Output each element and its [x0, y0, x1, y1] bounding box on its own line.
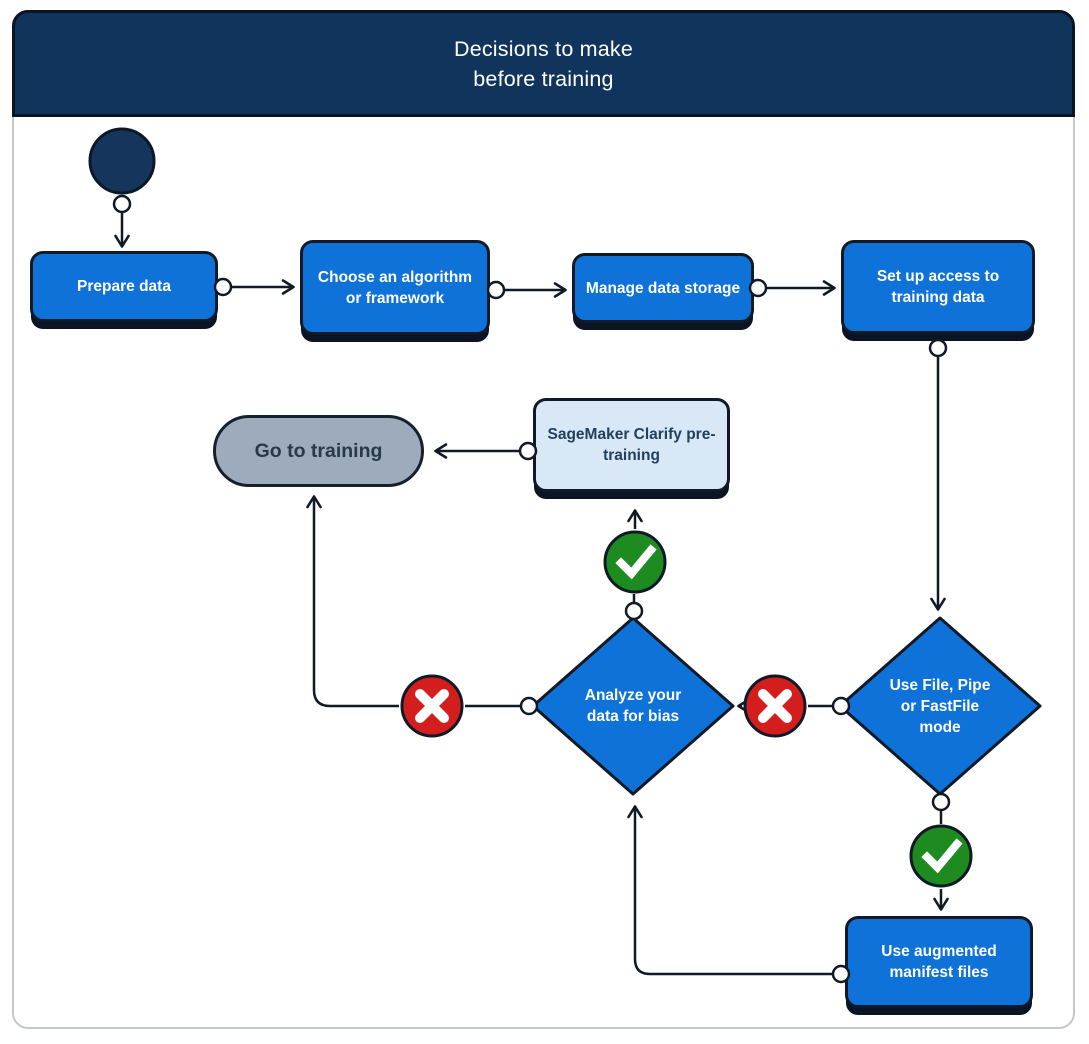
node-sagemaker-clarify[interactable]: SageMaker Clarify pre-training [533, 398, 730, 492]
node-augmented-manifest-label: Use augmented manifest files [881, 943, 997, 981]
diagram-card [12, 10, 1075, 1029]
analyze-bias-text: Analyze your data for bias [584, 687, 682, 725]
diagram-title-line2: before training [473, 66, 614, 91]
node-manage-storage-label: Manage data storage [585, 279, 741, 297]
node-prepare-data[interactable]: Prepare data [30, 251, 218, 322]
node-choose-algorithm[interactable]: Choose an algorithm or framework [300, 240, 490, 335]
node-augmented-manifest[interactable]: Use augmented manifest files [845, 916, 1033, 1008]
node-manage-storage[interactable]: Manage data storage [572, 253, 754, 323]
diagram-title-bar: Decisions to make before training [12, 10, 1075, 117]
node-prepare-data-label: Prepare data [77, 278, 171, 295]
node-go-to-training-label: Go to training [254, 439, 383, 462]
diagram-title-line1: Decisions to make [453, 36, 634, 61]
node-file-mode-label[interactable]: Use File, Pipe or FastFile mode [881, 652, 999, 760]
file-mode-text: Use File, Pipe or FastFile mode [889, 676, 991, 736]
node-analyze-bias-label[interactable]: Analyze your data for bias [573, 662, 693, 750]
node-choose-algorithm-label: Choose an algorithm or framework [317, 268, 473, 307]
node-sagemaker-clarify-label: SageMaker Clarify pre-training [547, 426, 716, 464]
node-go-to-training[interactable]: Go to training [213, 415, 424, 487]
node-setup-access-label: Set up access to training data [876, 268, 1000, 306]
node-setup-access[interactable]: Set up access to training data [841, 240, 1035, 334]
